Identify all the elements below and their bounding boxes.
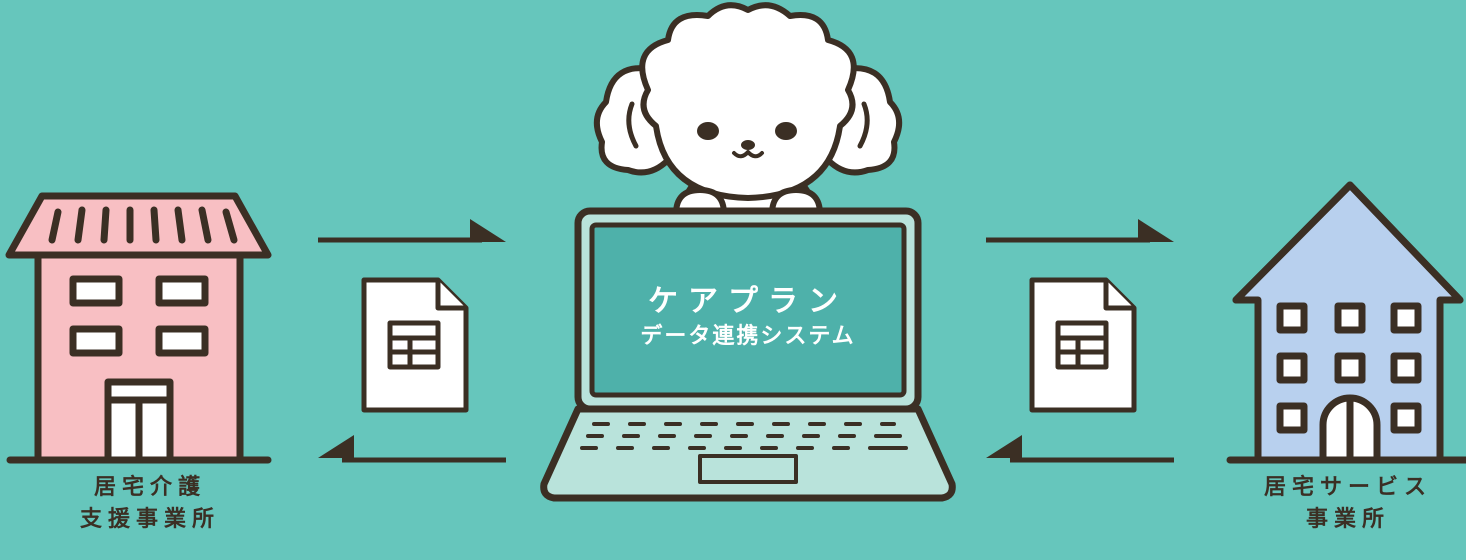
spreadsheet-document-left-icon: [361, 277, 469, 413]
spreadsheet-document-right-icon: [1029, 277, 1137, 413]
poodle-mascot-icon: [593, 2, 903, 217]
system-title-line2: データ連携システム: [640, 324, 856, 349]
arrow-from-office-right-icon: [986, 435, 1174, 463]
arrow-to-system-left-icon: [318, 219, 506, 243]
arrow-to-office-right-icon: [986, 219, 1174, 243]
care-support-office-label-line2: 支援事業所: [79, 507, 220, 532]
care-support-office-label: 居宅介護 支援事業所: [40, 472, 260, 536]
home-service-office-label: 居宅サービス 事業所: [1238, 472, 1458, 536]
laptop-keyboard-icon: [580, 422, 908, 450]
home-service-office-label-line1: 居宅サービス: [1263, 475, 1432, 500]
arrow-from-system-left-icon: [318, 435, 506, 463]
home-service-office-building-icon: [1226, 181, 1466, 464]
care-support-office-building-icon: [5, 192, 272, 464]
laptop-icon: [540, 207, 956, 502]
home-service-office-label-line2: 事業所: [1305, 507, 1390, 532]
care-support-office-label-line1: 居宅介護: [93, 475, 206, 500]
system-title-line1: ケアプラン: [648, 284, 848, 319]
